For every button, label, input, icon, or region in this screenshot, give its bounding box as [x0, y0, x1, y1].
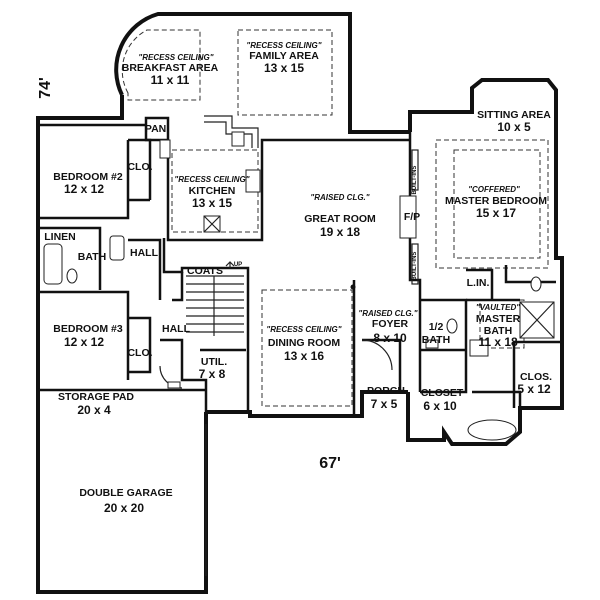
util-name: UTIL. — [201, 356, 227, 368]
foyer-size: 8 x 10 — [373, 331, 407, 345]
builtin-label-1: BUILT-INS — [412, 166, 418, 195]
foyer-ceiling-note: "RAISED CLG." — [358, 309, 417, 318]
sink-icon — [231, 131, 245, 147]
great-ceiling-note: "RAISED CLG." — [310, 193, 369, 202]
clos-size: 5 x 12 — [517, 382, 551, 396]
width-dimension: 67' — [319, 455, 341, 472]
clos-name: CLOS. — [520, 371, 552, 383]
stove-icon — [245, 169, 261, 193]
master-size: 15 x 17 — [476, 206, 516, 220]
kitchen-name: KITCHEN — [189, 185, 236, 197]
tub-icon — [467, 419, 517, 441]
storage-name: STORAGE PAD — [58, 391, 134, 403]
great-name: GREAT ROOM — [304, 213, 376, 225]
room-labels: 74' 67' "RECESS CEILING" BREAKFAST AREA … — [37, 41, 552, 515]
family-name: FAMILY AREA — [249, 50, 319, 62]
garage-name: DOUBLE GARAGE — [79, 487, 172, 499]
ceiling-outlines — [121, 29, 549, 407]
bedroom2-size: 12 x 12 — [64, 182, 104, 196]
stairs-icon — [186, 261, 244, 336]
dining-ceiling-note: "RECESS CEILING" — [266, 325, 341, 334]
fireplace-icon — [399, 195, 417, 239]
garage-size: 20 x 20 — [104, 501, 144, 515]
breakfast-name: BREAKFAST AREA — [122, 62, 219, 74]
fireplace-label: F/P — [404, 211, 420, 223]
util-size: 7 x 8 — [199, 367, 226, 381]
closet-name: CLOSET — [421, 387, 464, 399]
halfbath-name-2: BATH — [422, 334, 450, 346]
dining-name: DINING ROOM — [268, 337, 341, 349]
bedroom3-name: BEDROOM #3 — [53, 323, 123, 335]
sitting-size: 10 x 5 — [497, 120, 531, 134]
closet-size: 6 x 10 — [423, 399, 457, 413]
porch-name: PORCH — [367, 385, 405, 397]
family-ceiling-note: "RECESS CEILING" — [246, 41, 321, 50]
kitchen-ceiling-note: "RECESS CEILING" — [174, 175, 249, 184]
toilet-icon — [66, 268, 78, 284]
closet2-label: CLO. — [127, 347, 152, 359]
kitchen-size: 13 x 15 — [192, 196, 232, 210]
pantry-label: PAN. — [145, 123, 169, 135]
breakfast-ceiling-note: "RECESS CEILING" — [138, 53, 213, 62]
dining-size: 13 x 16 — [284, 349, 324, 363]
foyer-name: FOYER — [372, 318, 409, 330]
storage-size: 20 x 4 — [77, 403, 111, 417]
bedroom2-name: BEDROOM #2 — [53, 171, 123, 183]
interior-walls — [38, 116, 562, 416]
bedroom3-size: 12 x 12 — [64, 335, 104, 349]
fixtures — [43, 115, 555, 576]
hall1-label: HALL — [130, 247, 159, 259]
bathtub-icon — [43, 243, 63, 285]
masterbath-size: 11 x 18 — [478, 335, 518, 349]
sitting-name: SITTING AREA — [477, 109, 551, 121]
vanity-icon — [109, 235, 125, 261]
master-ceiling-note: "COFFERED" — [468, 185, 520, 194]
master-name: MASTER BEDROOM — [445, 195, 547, 207]
builtin-label-2: BUILT-INS — [412, 252, 418, 281]
breakfast-size: 11 x 11 — [151, 73, 190, 87]
closet1-label: CLO. — [127, 161, 152, 173]
coats-label: COATS — [187, 265, 223, 277]
masterbath-ceiling-note: "VAULTED" — [476, 303, 520, 312]
fridge-icon — [159, 139, 171, 159]
masterbath-name-1: MASTER — [476, 313, 521, 325]
masterbath-name-2: BATH — [484, 325, 512, 337]
great-size: 19 x 18 — [320, 225, 360, 239]
up-label: UP — [234, 262, 242, 268]
family-size: 13 x 15 — [264, 61, 304, 75]
porch-size: 7 x 5 — [371, 397, 398, 411]
linen-master-label: L.IN. — [467, 277, 490, 289]
linen-label: LINEN — [44, 231, 76, 243]
bath2-label: BATH — [78, 251, 106, 263]
depth-dimension: 74' — [37, 77, 54, 99]
hall2-label: HALL — [162, 323, 191, 335]
halfbath-name-1: 1/2 — [429, 321, 444, 333]
